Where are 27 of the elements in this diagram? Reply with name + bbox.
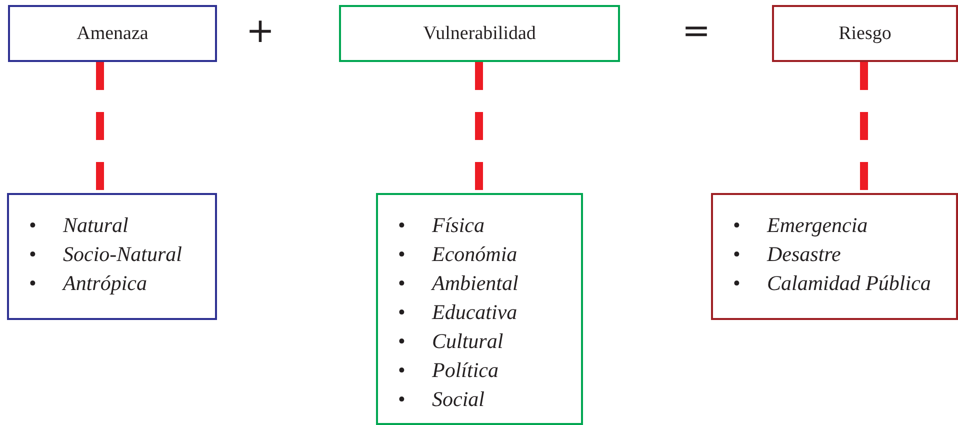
title-box xyxy=(772,5,958,62)
dashed-connector xyxy=(475,62,483,193)
list-item: • Económia xyxy=(398,241,518,268)
heading-text: Vulnerabilidad xyxy=(423,22,536,44)
list-box xyxy=(7,193,217,320)
list-box xyxy=(711,193,958,320)
operator-sign: + xyxy=(246,14,274,48)
list-item: • Antrópica xyxy=(29,270,148,297)
list-item: • Política xyxy=(398,357,500,384)
title-box xyxy=(8,5,217,62)
list-item: • Social xyxy=(398,386,486,413)
dashed-connector xyxy=(96,62,104,193)
heading-text: Riesgo xyxy=(838,22,892,44)
list-item: • Cultural xyxy=(398,328,504,355)
list-item: • Educativa xyxy=(398,299,518,326)
list-item: • Emergencia xyxy=(733,212,869,239)
list-item: • Natural xyxy=(29,212,130,239)
list-item: • Ambiental xyxy=(398,270,520,297)
list-item: • Calamidad Pública xyxy=(733,270,932,297)
heading-text: Amenaza xyxy=(76,22,148,44)
title-box xyxy=(339,5,620,62)
list-item: • Socio-Natural xyxy=(29,241,183,268)
list-item: • Física xyxy=(398,212,486,239)
dashed-connector xyxy=(860,62,868,193)
list-item: • Desastre xyxy=(733,241,842,268)
list-box xyxy=(376,193,583,425)
operator-sign: = xyxy=(682,14,710,48)
